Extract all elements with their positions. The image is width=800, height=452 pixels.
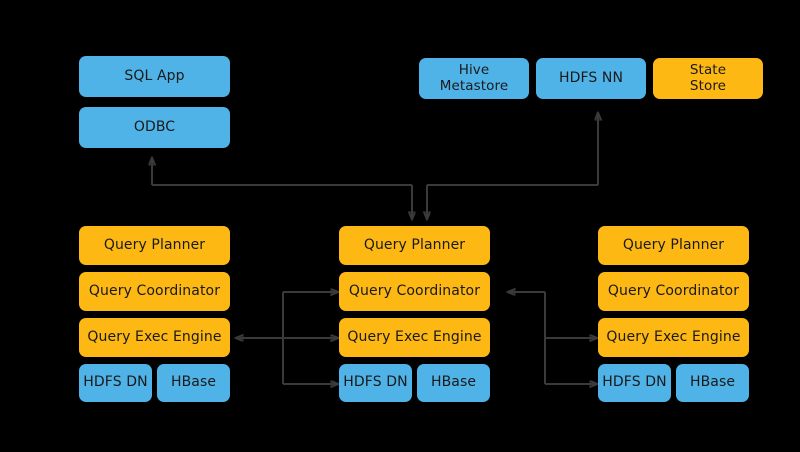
hdfs-nn-box[interactable]: HDFS NN [536,58,646,99]
odbc-box[interactable]: ODBC [79,107,230,148]
hive-metastore-label-line2: Metastore [439,77,509,94]
node-right-query-coordinator[interactable]: Query Coordinator [598,272,749,311]
hive-metastore-box[interactable]: Hive Metastore [419,58,529,99]
node-left-query-coordinator[interactable]: Query Coordinator [79,272,230,311]
node-center-query-exec-engine[interactable]: Query Exec Engine [339,318,490,357]
state-store-box[interactable]: State Store [653,58,763,99]
node-right-hdfs-dn[interactable]: HDFS DN [598,364,671,402]
node-right-query-exec-engine[interactable]: Query Exec Engine [598,318,749,357]
hive-metastore-label-line1: Hive [458,62,490,79]
node-left-query-planner[interactable]: Query Planner [79,226,230,265]
node-right-query-planner[interactable]: Query Planner [598,226,749,265]
node-center-query-coordinator[interactable]: Query Coordinator [339,272,490,311]
node-center-hbase[interactable]: HBase [417,364,490,402]
node-left-hbase[interactable]: HBase [157,364,230,402]
node-center-hdfs-dn[interactable]: HDFS DN [339,364,412,402]
node-left-query-exec-engine[interactable]: Query Exec Engine [79,318,230,357]
state-store-label-line1: State [689,62,727,79]
node-right-hbase[interactable]: HBase [676,364,749,402]
state-store-label-line2: Store [689,77,727,94]
sql-app-box[interactable]: SQL App [79,56,230,97]
node-left-hdfs-dn[interactable]: HDFS DN [79,364,152,402]
node-center-query-planner[interactable]: Query Planner [339,226,490,265]
